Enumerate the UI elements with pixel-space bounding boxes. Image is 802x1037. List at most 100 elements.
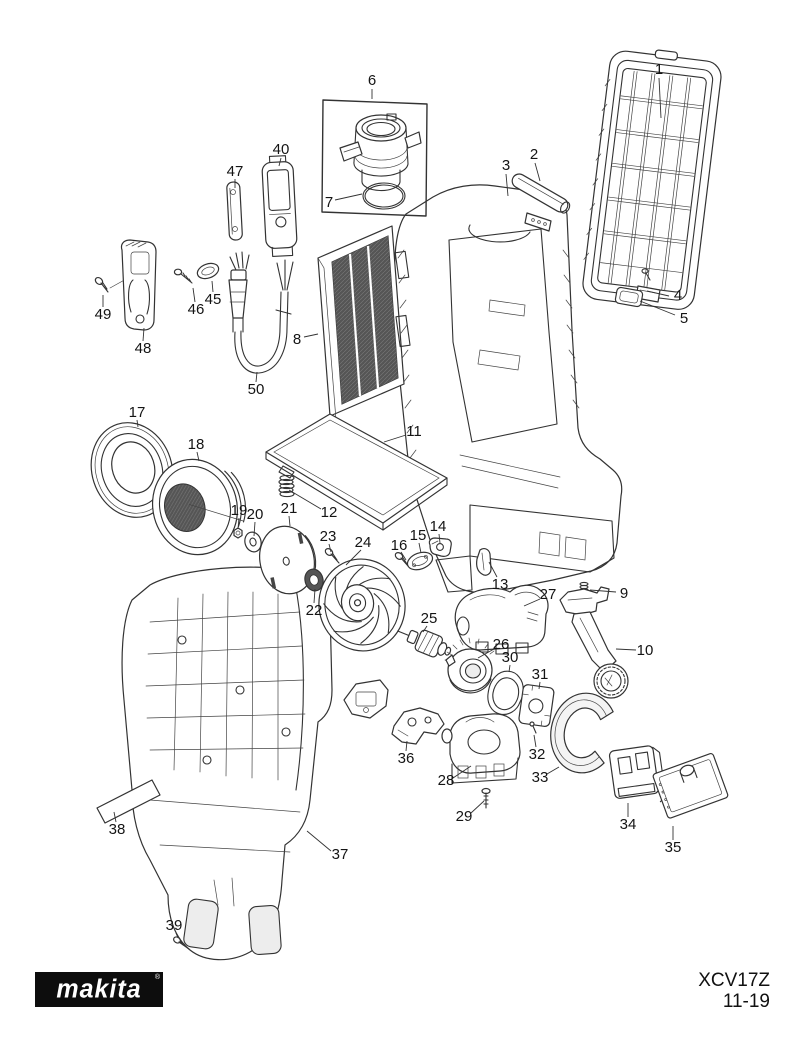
leader-line-18 (196, 451, 200, 462)
part-label-19: 19 (231, 502, 248, 519)
part-label-49: 49 (95, 306, 112, 323)
part-label-26: 26 (493, 636, 510, 653)
part-label-34: 34 (620, 816, 637, 833)
leader-line-13 (488, 561, 498, 578)
model-number: XCV17Z (698, 970, 770, 991)
part-5-cover-plate (614, 286, 644, 308)
part-39-screw (173, 936, 190, 950)
part-13-guide-piece (476, 548, 492, 576)
part-36-switch-bracket (343, 679, 445, 745)
leader-line-24 (345, 549, 362, 566)
part-label-9: 9 (620, 585, 628, 602)
leader-line-37 (306, 830, 332, 852)
part-label-40: 40 (273, 141, 290, 158)
part-16-screw (394, 552, 409, 567)
makita-logo: makita ® (35, 972, 163, 1007)
part-label-29: 29 (456, 808, 473, 825)
leader-line-12 (288, 489, 322, 510)
leader-line-4 (646, 290, 670, 297)
leader-line-3 (505, 173, 509, 197)
part-17-seal-ring (90, 422, 174, 518)
leader-line-31 (538, 681, 541, 690)
part-label-35: 35 (665, 839, 682, 856)
part-45-oval-plate (196, 262, 220, 280)
leader-line-14 (438, 533, 441, 544)
part-label-3: 3 (502, 157, 510, 174)
part-label-5: 5 (680, 310, 688, 327)
part-label-25: 25 (421, 610, 438, 627)
part-26-rotor-ring (444, 637, 495, 694)
part-7-o-ring (362, 182, 406, 210)
part-label-16: 16 (391, 537, 408, 554)
part-25-armature (397, 629, 452, 658)
part-label-28: 28 (438, 772, 455, 789)
leader-line-25 (422, 625, 428, 633)
part-label-30: 30 (502, 649, 519, 666)
part-label-6: 6 (368, 72, 376, 89)
leader-line-46 (192, 287, 196, 303)
part-label-1: 1 (655, 61, 663, 78)
part-label-2: 2 (530, 146, 538, 163)
date-code: 11-19 (722, 991, 770, 1012)
part-19-nut (233, 527, 243, 539)
part-label-7: 7 (325, 194, 333, 211)
part-label-33: 33 (532, 769, 549, 786)
part-label-50: 50 (248, 381, 265, 398)
part-label-36: 36 (398, 750, 415, 767)
part-label-10: 10 (637, 642, 654, 659)
part-label-47: 47 (227, 163, 244, 180)
leader-line-1 (658, 77, 662, 119)
part-label-13: 13 (492, 576, 509, 593)
part-30-gasket (487, 670, 524, 715)
leader-line-39 (175, 932, 179, 939)
part-33-c-foam (550, 692, 614, 774)
part-label-46: 46 (188, 301, 205, 318)
part-6-coupling-box (321, 99, 428, 217)
part-label-37: 37 (332, 846, 349, 863)
leader-line-19 (237, 517, 240, 530)
leader-line-32 (533, 734, 537, 748)
part-label-31: 31 (532, 666, 549, 683)
part-29-screw (481, 787, 491, 809)
part-27-motor-housing-upper (454, 584, 549, 655)
leader-line-2 (534, 162, 541, 182)
part-22-washer (304, 568, 324, 592)
part-label-14: 14 (430, 518, 447, 535)
part-37-front-housing (121, 566, 333, 961)
leader-line-33 (546, 766, 560, 775)
leader-line-9 (589, 589, 617, 593)
leader-line-40 (278, 157, 282, 167)
part-label-15: 15 (410, 527, 427, 544)
part-label-17: 17 (129, 404, 146, 421)
part-label-18: 18 (188, 436, 205, 453)
part-21-damper-plate (259, 525, 317, 595)
leader-line-20 (253, 521, 256, 537)
leader-line-10 (615, 648, 637, 651)
leader-line-27 (523, 598, 541, 607)
part-label-24: 24 (355, 534, 372, 551)
part-50-power-cord (228, 251, 294, 374)
part-label-20: 20 (247, 506, 264, 523)
leader-line-38 (113, 811, 117, 823)
part-2-handle (511, 173, 571, 232)
part-40-latch-assembly (261, 155, 298, 258)
part-3-main-frame (393, 184, 623, 594)
part-label-11: 11 (406, 423, 422, 440)
part-14-clamp-block (428, 537, 452, 557)
leader-line-7 (334, 193, 363, 201)
part-label-12: 12 (321, 504, 338, 521)
part-label-8: 8 (293, 331, 301, 348)
part-label-32: 32 (529, 746, 546, 763)
part-23-screw (324, 548, 340, 564)
leader-line-22 (313, 588, 316, 604)
part-label-4: 4 (674, 287, 682, 304)
leader-line-45 (211, 280, 214, 293)
part-label-22: 22 (306, 602, 323, 619)
leader-line-17 (136, 419, 139, 428)
part-label-39: 39 (166, 917, 183, 934)
part-10-lock-lever (559, 586, 629, 699)
part-48-hook-latch (109, 239, 157, 331)
part-31-mount-plate (518, 684, 555, 727)
